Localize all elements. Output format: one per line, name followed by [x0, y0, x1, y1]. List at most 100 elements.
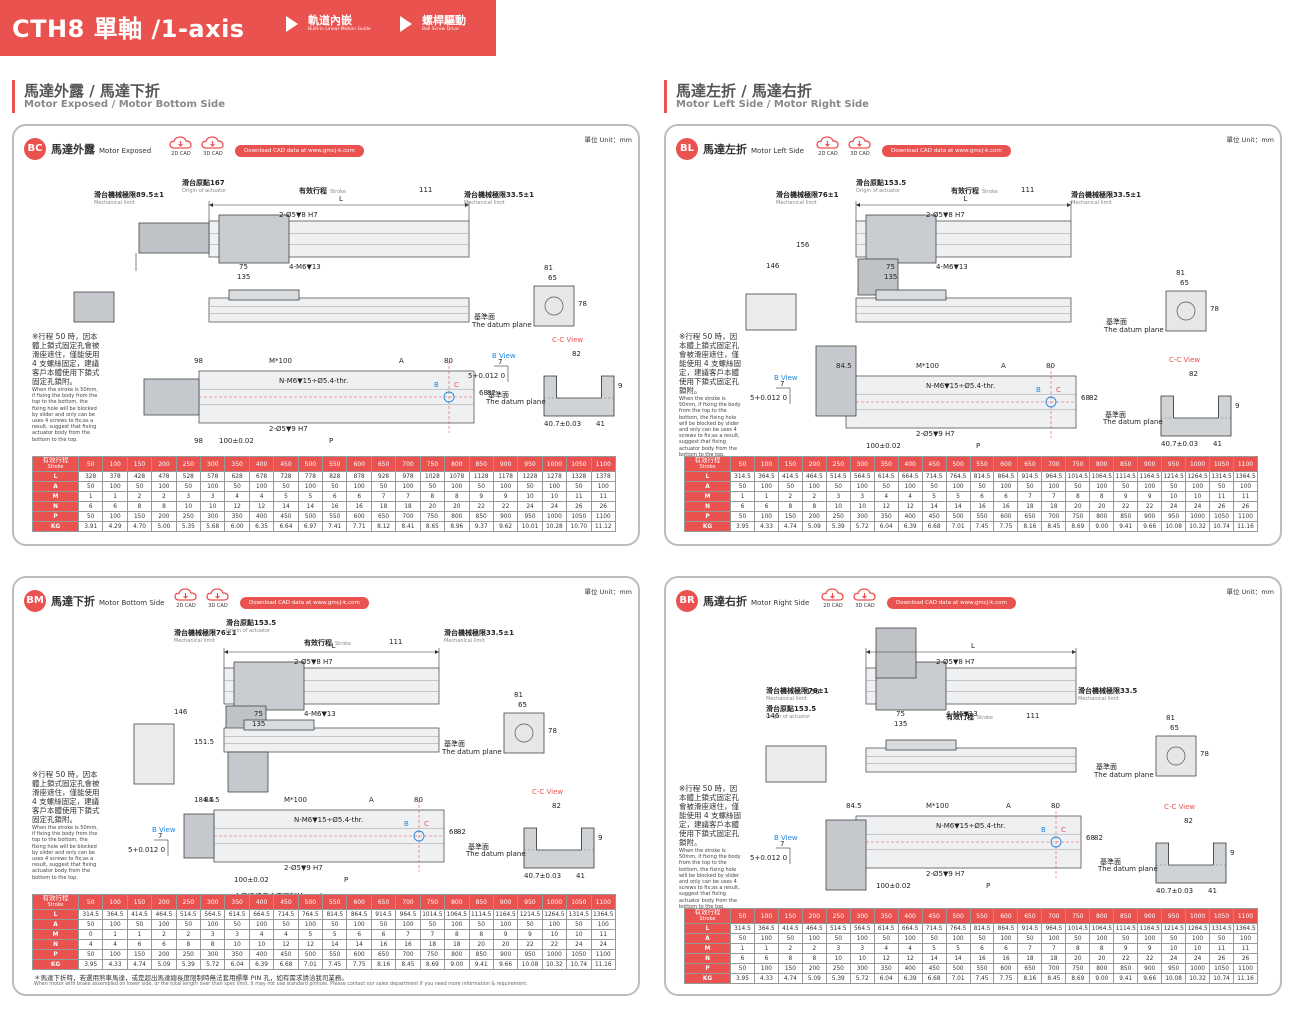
table-cell: 1314.5: [1209, 471, 1235, 482]
table-cell: 800: [1089, 511, 1115, 522]
dim-5-012: 5+0.012 0: [128, 846, 166, 854]
table-cell: 1000: [1185, 963, 1211, 974]
dim-41: 41: [1213, 440, 1222, 448]
table-cell: 900: [492, 511, 519, 522]
dim-80: 80: [1046, 362, 1055, 370]
stroke-value-cell: 800: [1089, 908, 1115, 924]
dim-L: L: [963, 195, 968, 203]
cad-3d-button[interactable]: 3D CAD: [853, 587, 877, 609]
table-cell: 8.16: [370, 959, 397, 970]
cad-3d-button[interactable]: 3D CAD: [848, 135, 872, 157]
table-cell: 100: [248, 919, 275, 930]
row-label-cell: KG: [32, 521, 79, 532]
stroke-en: Stroke: [335, 641, 351, 647]
dim-9: 9: [598, 834, 603, 842]
table-cell: 500: [945, 511, 971, 522]
cad-3d-button[interactable]: 3D CAD: [206, 587, 230, 609]
table-cell: 964.5: [1041, 471, 1067, 482]
cad-2d-button[interactable]: 2D CAD: [816, 135, 840, 157]
mech-limit-right-label: 滑台機械極限33.5±1: [444, 629, 514, 637]
stroke-value-cell: 1100: [590, 894, 617, 910]
download-cad-link[interactable]: Download CAD data at www.gmcj-k.com: [235, 145, 364, 157]
table-cell: 450: [921, 511, 947, 522]
table-cell: 100: [753, 933, 779, 944]
table-cell: 9.66: [492, 959, 519, 970]
table-cell: 100: [753, 963, 779, 974]
table-cell: 6.04: [224, 959, 250, 970]
stroke-value-cell: 200: [151, 456, 177, 472]
table-cell: 100: [590, 481, 617, 492]
table-cell: 24: [566, 939, 592, 950]
mech-limit-en: Mechanical limit: [444, 638, 485, 644]
stroke-value-cell: 650: [370, 456, 397, 472]
datum-label-2: 基準面: [488, 391, 509, 399]
table-cell: 6.68: [273, 959, 299, 970]
table-cell: 1050: [1209, 963, 1235, 974]
table-cell: 600: [346, 511, 372, 522]
dim-100: 100±0.02: [876, 882, 911, 890]
cad-2d-button[interactable]: 2D CAD: [821, 587, 845, 609]
table-cell: 16: [370, 939, 397, 950]
dim-82: 82: [487, 389, 496, 397]
note-zh: ※行程 50 時，因本體上鎖式固定孔會被滑座遮住，僅能使用 4 支螺絲固定，建議…: [679, 332, 742, 395]
dim-m100: M*100: [269, 357, 292, 365]
stroke-value-cell: 1000: [541, 456, 568, 472]
origin-zh: 滑台原點: [856, 179, 884, 187]
table-cell: 10: [200, 501, 226, 512]
stroke-header-zh: 有效行程: [694, 908, 721, 916]
table-cell: 100: [849, 481, 875, 492]
table-cell: 9.37: [468, 521, 494, 532]
table-cell: 1064.5: [1089, 471, 1115, 482]
table-cell: 6.68: [921, 973, 947, 984]
stroke-value-cell: 600: [993, 456, 1019, 472]
table-cell: 1064.5: [444, 909, 470, 920]
dim-80: 80: [1051, 802, 1060, 810]
note-en: When the stroke is 50mm, if fixing the b…: [32, 387, 98, 443]
stroke-value-cell: 950: [517, 894, 543, 910]
table-cell: 10: [566, 929, 592, 940]
table-cell: 8: [1089, 491, 1115, 502]
table-cell: 4: [873, 491, 899, 502]
table-cell: 8.45: [395, 959, 421, 970]
table-cell: 1114.5: [468, 909, 494, 920]
table-cell: 11: [590, 491, 617, 502]
stroke-header-en: Stroke: [699, 916, 716, 922]
download-cad-link[interactable]: Download CAD data at www.gmcj-k.com: [882, 145, 1011, 157]
table-cell: 4: [273, 929, 299, 940]
table-cell: 10.08: [1161, 973, 1187, 984]
table-cell: 50: [873, 933, 899, 944]
download-cad-link[interactable]: Download CAD data at www.gmcj-k.com: [887, 597, 1016, 609]
table-cell: 1128: [468, 471, 494, 482]
table-cell: 650: [1017, 963, 1043, 974]
stroke-value-cell: 250: [175, 894, 202, 910]
table-cell: 1100: [590, 949, 617, 960]
mech-limit-left-value: 76±1: [216, 629, 237, 637]
table-cell: 8.69: [1065, 521, 1091, 532]
table-cell: 50: [1065, 933, 1091, 944]
cad-2d-button[interactable]: 2D CAD: [174, 587, 198, 609]
table-cell: 6: [730, 953, 755, 964]
table-cell: 814.5: [322, 909, 348, 920]
table-cell: 14: [945, 953, 971, 964]
table-cell: 3: [849, 943, 875, 954]
table-cell: 950: [1161, 963, 1187, 974]
table-cell: 950: [517, 511, 543, 522]
table-cell: 100: [1233, 481, 1258, 492]
cad-3d-button[interactable]: 3D CAD: [201, 135, 225, 157]
stroke-value-cell: 100: [753, 456, 779, 472]
table-cell: 100: [897, 481, 923, 492]
stroke-value-cell: 150: [126, 456, 153, 472]
mech-limit-zh: 滑台機械極限: [174, 629, 216, 637]
datum-label-en: The datum plane: [472, 321, 532, 329]
cad-2d-button[interactable]: 2D CAD: [169, 135, 193, 157]
download-cad-link[interactable]: Download CAD data at www.gmcj-k.com: [240, 597, 369, 609]
